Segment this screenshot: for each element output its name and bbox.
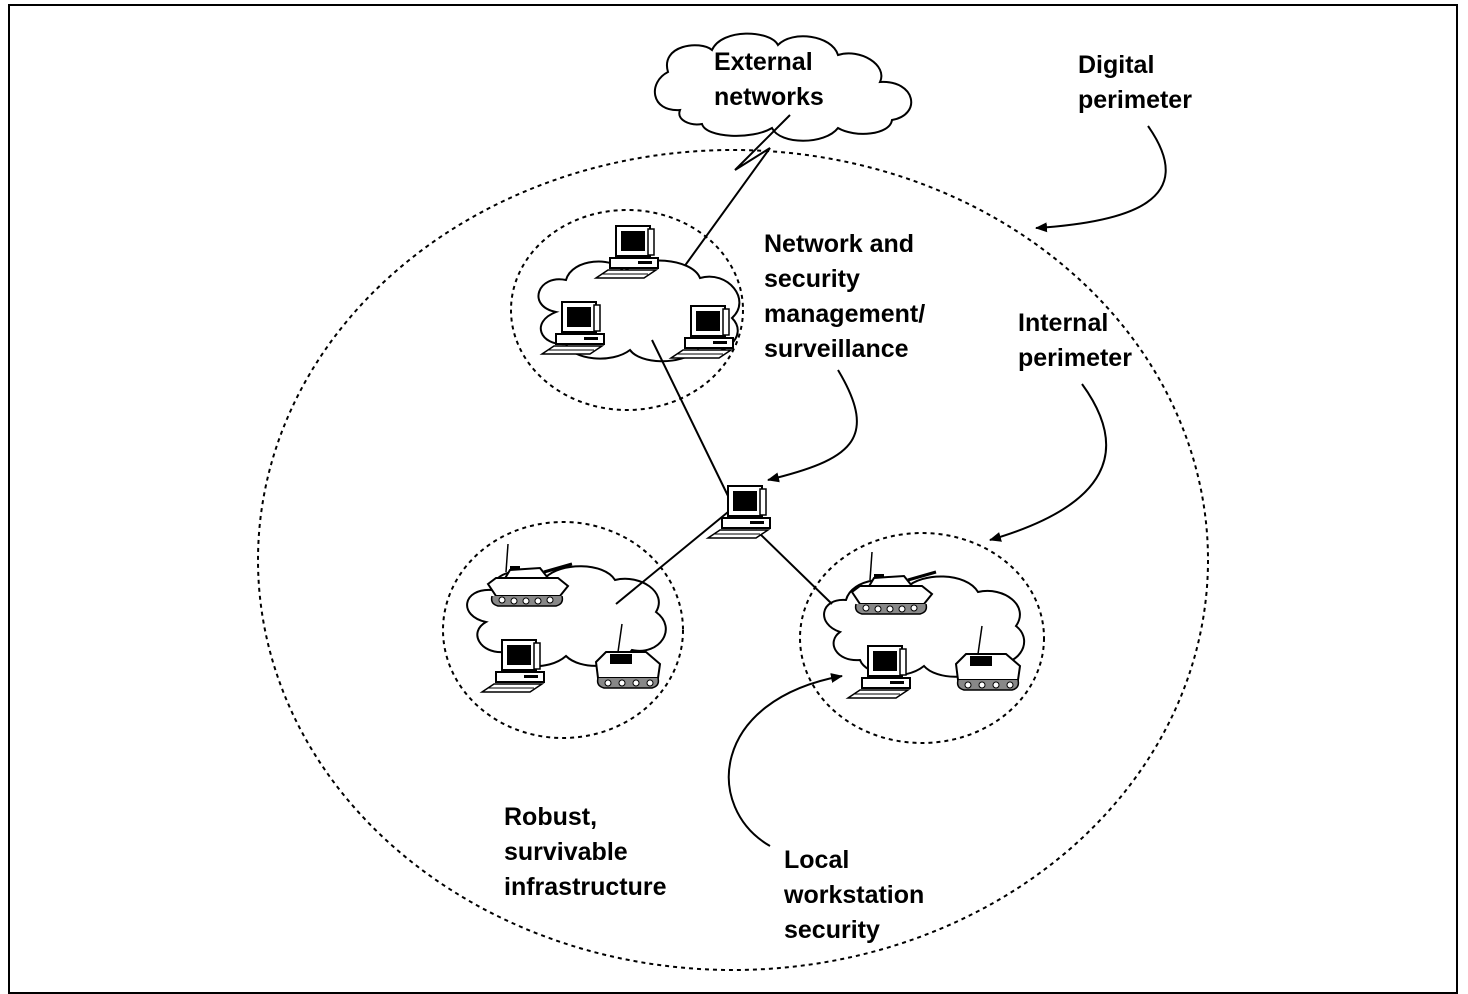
digital-perimeter-ellipse	[257, 149, 1209, 971]
external-networks-label: External networks	[714, 48, 824, 111]
internal-perimeter-right	[799, 532, 1045, 744]
digital-perimeter-arrow	[1035, 125, 1167, 233]
internal-perimeter-arrow	[989, 383, 1108, 542]
external-link	[675, 114, 791, 279]
management-arrow	[767, 369, 858, 483]
cloud-icon	[653, 32, 913, 142]
network-security-management-label: Network and security management/ surveil…	[764, 230, 926, 363]
local-workstation-security-label: Local workstation security	[784, 846, 925, 944]
robust-infrastructure-label: Robust, survivable infrastructure	[504, 803, 667, 901]
internal-perimeter-label: Internal perimeter	[1018, 309, 1132, 372]
local-security-arrow	[727, 673, 843, 847]
internal-perimeter-left	[442, 521, 684, 739]
network-link	[615, 511, 729, 605]
digital-perimeter-label: Digital perimeter	[1078, 51, 1192, 114]
internal-perimeter-top	[510, 209, 744, 411]
network-link	[651, 339, 731, 501]
network-link	[755, 529, 833, 605]
computer-icon	[707, 485, 771, 539]
